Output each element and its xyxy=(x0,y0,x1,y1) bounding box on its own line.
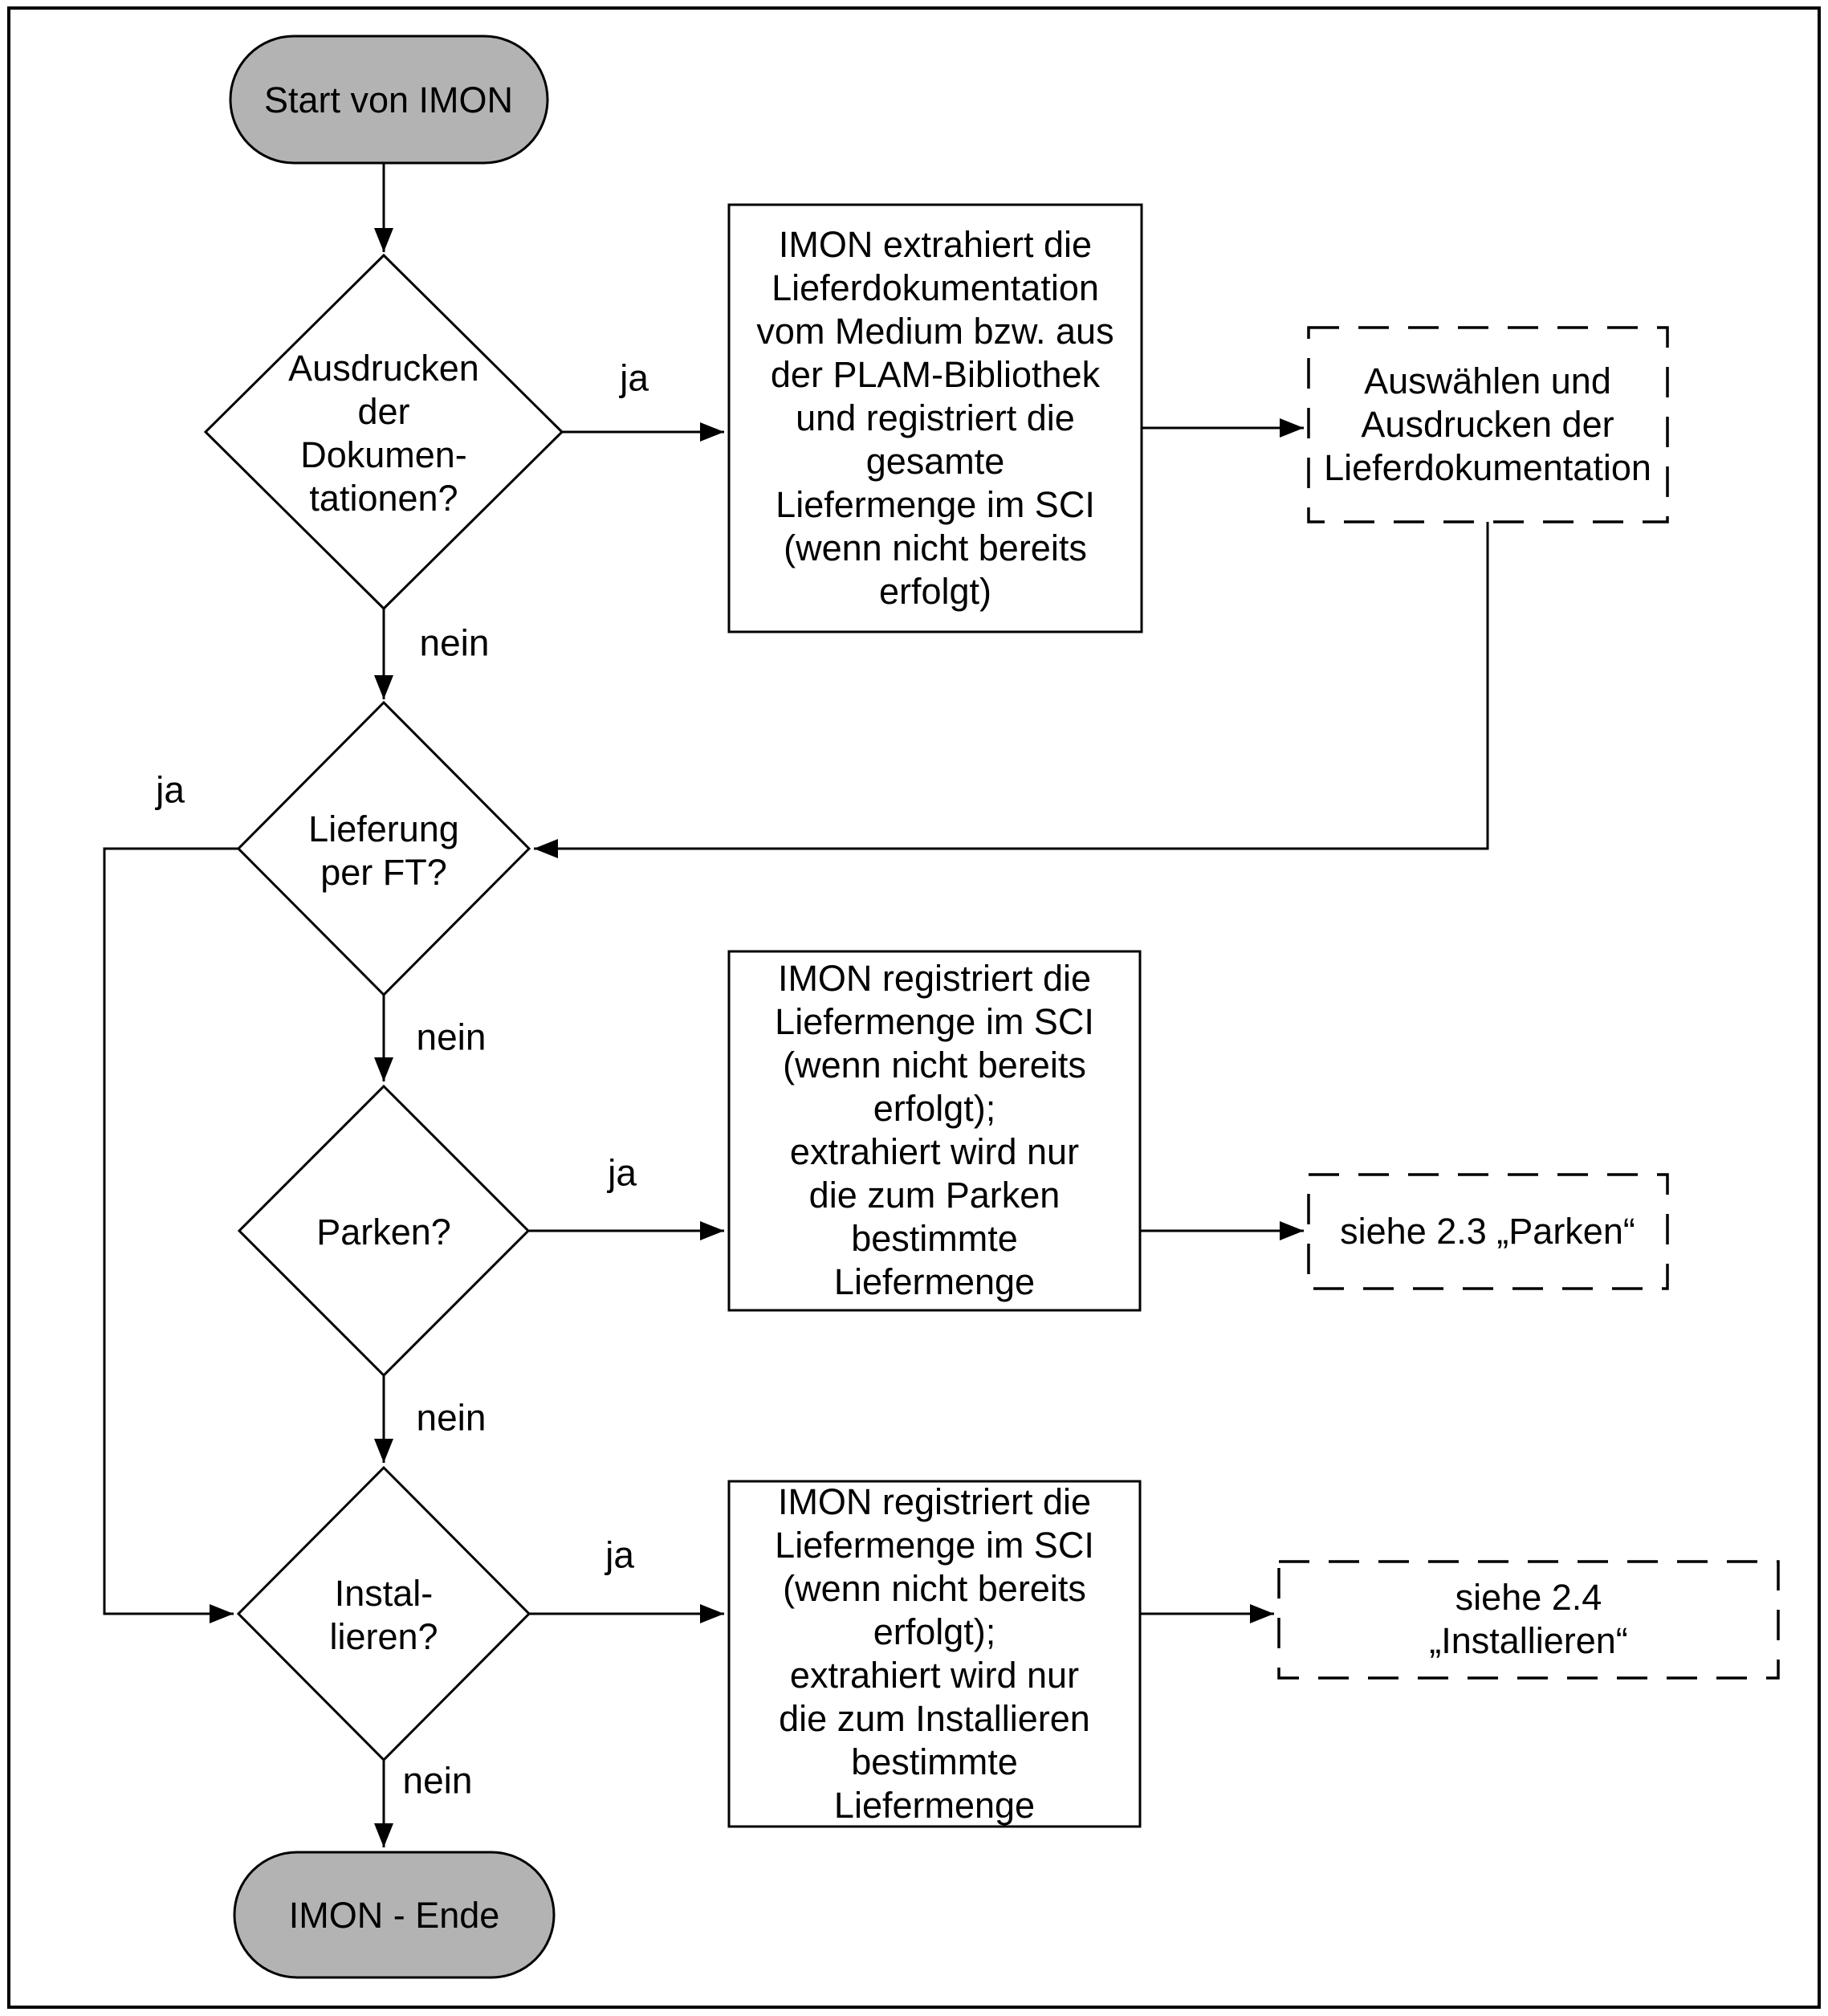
edge-label-decision3-ja: ja xyxy=(608,1151,637,1194)
edge-label-decision1-ja: ja xyxy=(620,356,649,399)
edge-label-decision1-nein: nein xyxy=(419,621,490,664)
process-register-install-shape xyxy=(727,1480,1142,1828)
decision-delivery-ft-label: Lieferung per FT? xyxy=(308,808,459,893)
edge-label-decision4-ja: ja xyxy=(605,1533,634,1576)
start-terminal-shape xyxy=(229,35,549,165)
figure-border xyxy=(7,6,1821,2009)
decision-install-label: Instal- lieren? xyxy=(329,1573,438,1657)
decision-delivery-ft-shape xyxy=(236,700,531,997)
reference-print-docs-shape xyxy=(1307,326,1669,523)
decision-print-docs-label: Ausdrucken der Dokumen- tationen? xyxy=(288,348,479,519)
reference-park-shape xyxy=(1307,1173,1669,1290)
edge-label-decision2-ja: ja xyxy=(156,768,185,811)
reference-park-label: siehe 2.3 „Parken“ xyxy=(1340,1211,1635,1252)
edge-label-decision2-nein: nein xyxy=(416,1016,487,1058)
process-extract-docs-label: IMON extrahiert die Lieferdokumentation … xyxy=(756,224,1114,612)
connector-reference1-to-decision2 xyxy=(534,522,1489,858)
decision-install-shape xyxy=(236,1465,531,1762)
reference-print-docs-label: Auswählen und Ausdrucken der Lieferdokum… xyxy=(1324,360,1651,488)
process-register-park-shape xyxy=(727,950,1142,1312)
decision-park-label: Parken? xyxy=(316,1212,451,1252)
process-register-park-label: IMON registriert die Liefermenge im SCI … xyxy=(775,958,1094,1302)
edge-label-decision3-nein: nein xyxy=(416,1396,487,1439)
end-terminal-shape xyxy=(233,1851,556,1979)
edge-label-decision4-nein: nein xyxy=(402,1759,473,1802)
decision-park-shape xyxy=(237,1084,531,1378)
start-terminal-label: Start von IMON xyxy=(263,79,514,120)
end-terminal-label: IMON - Ende xyxy=(288,1895,500,1936)
reference-install-shape xyxy=(1277,1560,1780,1680)
decision-print-docs-shape xyxy=(203,253,564,611)
reference-install-label: siehe 2.4 „Installieren“ xyxy=(1429,1577,1628,1661)
process-extract-docs-shape xyxy=(727,203,1143,633)
connector-decision2-ja-to-decision4 xyxy=(103,847,239,1623)
process-register-install-label: IMON registriert die Liefermenge im SCI … xyxy=(775,1481,1094,1826)
